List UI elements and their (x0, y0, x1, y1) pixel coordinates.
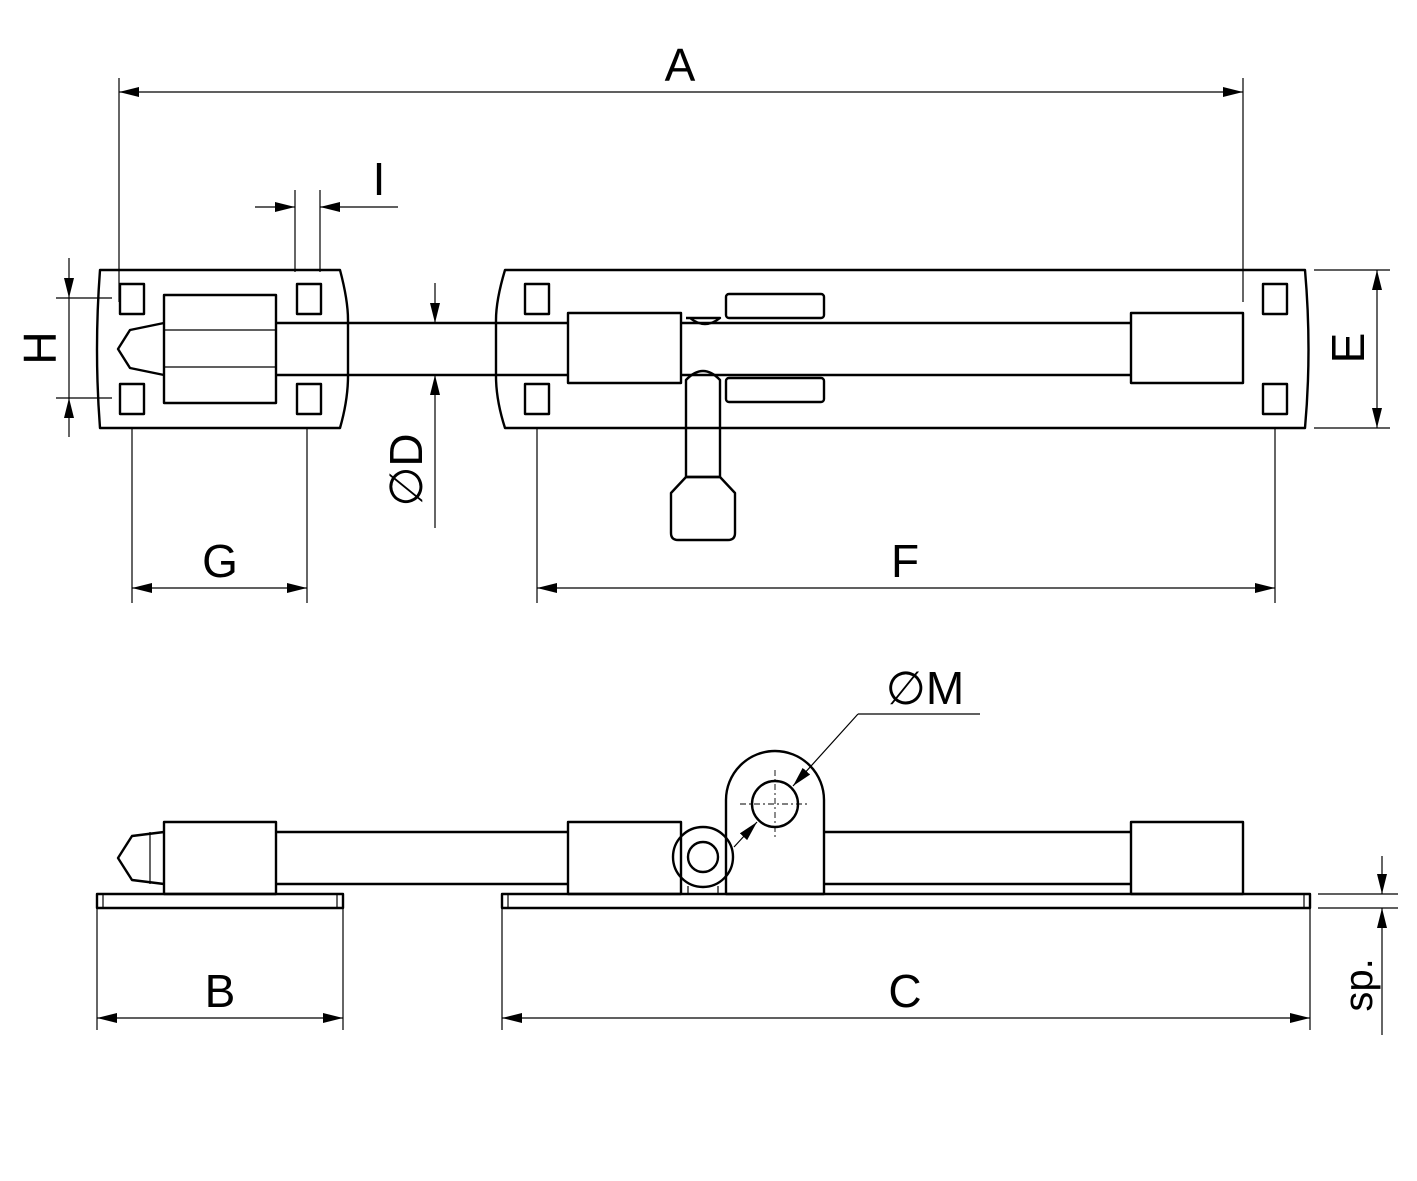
main-plate (494, 268, 1310, 430)
bolt-rod (276, 321, 1131, 377)
keeper-hole (295, 282, 323, 316)
keeper-sleeve (162, 293, 278, 405)
main-base (500, 892, 1312, 910)
label-E: E (1322, 333, 1374, 364)
guide-block (566, 311, 683, 385)
side-keeper-sleeve (162, 820, 278, 896)
label-sp: sp. (1337, 958, 1381, 1011)
side-bolt-rod (276, 830, 1131, 886)
top-view (95, 268, 1310, 542)
main-plate-hole (1261, 382, 1289, 416)
side-view (95, 749, 1312, 910)
stop-bar (724, 376, 826, 404)
label-A: A (665, 39, 696, 91)
dimension-lines (56, 78, 1398, 1035)
handle-ring-inner (686, 840, 720, 874)
guide-block-end (1129, 311, 1245, 385)
label-H: H (14, 331, 66, 364)
pivot-lug (724, 749, 826, 896)
label-diameter-M: ∅M (886, 662, 964, 714)
main-plate-hole (1261, 282, 1289, 316)
main-plate-hole (523, 382, 551, 416)
label-F: F (891, 535, 919, 587)
diameter-symbol: ∅ (886, 662, 926, 714)
label-C: C (888, 965, 921, 1017)
label-G: G (202, 535, 238, 587)
bolt-tip (116, 321, 165, 377)
label-diameter-D: ∅D (380, 433, 432, 506)
side-bolt-tip (116, 830, 165, 886)
keeper-hole (118, 282, 146, 316)
side-guide-block-end (1129, 820, 1245, 896)
diameter-symbol: ∅ (380, 467, 432, 507)
handle-ring (671, 825, 735, 889)
main-plate-hole (523, 282, 551, 316)
stop-bar (724, 292, 826, 320)
keeper-hole (295, 382, 323, 416)
side-guide-block (566, 820, 683, 896)
handle-knob (669, 475, 737, 542)
svg-text:∅D: ∅D (380, 433, 432, 506)
label-B: B (205, 965, 236, 1017)
keeper-plate (95, 268, 350, 430)
dimension-labels: A I H ∅D E G F ∅M B C sp. (14, 39, 1381, 1017)
label-I: I (373, 153, 386, 205)
keeper-hole (118, 382, 146, 416)
keeper-base (95, 892, 345, 910)
bolt-handle (684, 369, 722, 479)
